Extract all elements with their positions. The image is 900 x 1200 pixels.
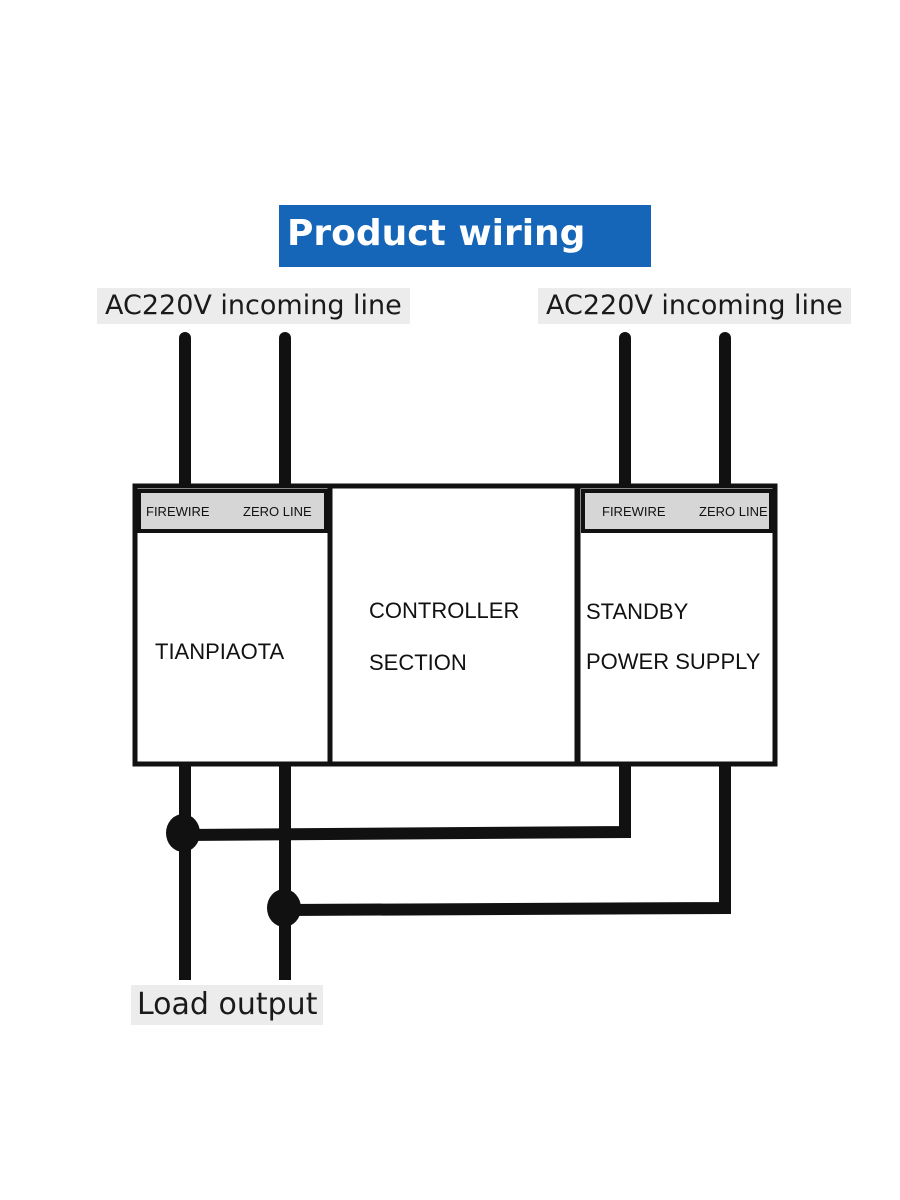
left-terminal-strip <box>137 489 328 533</box>
junction-dot-firewire <box>166 814 200 852</box>
tianpiaota-label: TIANPIAOTA <box>155 639 284 664</box>
right-incoming-line-label: AC220V incoming line <box>538 288 851 324</box>
left-zeroline-terminal: ZERO LINE <box>243 504 312 519</box>
controller-label-line1: CONTROLLER <box>369 598 519 623</box>
left-firewire-terminal: FIREWIRE <box>146 504 210 519</box>
controller-section-module <box>327 483 580 767</box>
junction-dot-zeroline <box>267 889 301 927</box>
diagram-title: Product wiring <box>287 213 586 254</box>
standby-label-line2: POWER SUPPLY <box>586 649 761 674</box>
left-incoming-line-label: AC220V incoming line <box>97 288 410 324</box>
controller-label-line2: SECTION <box>369 650 467 675</box>
standby-zeroline-link <box>284 764 731 916</box>
load-output-label: Load output <box>131 985 324 1025</box>
title-banner: Product wiring <box>279 205 651 267</box>
right-zeroline-terminal: ZERO LINE <box>699 504 768 519</box>
standby-label-line1: STANDBY <box>586 599 689 624</box>
right-terminal-strip <box>581 489 773 533</box>
standby-firewire-link <box>184 764 631 841</box>
right-firewire-terminal: FIREWIRE <box>602 504 666 519</box>
